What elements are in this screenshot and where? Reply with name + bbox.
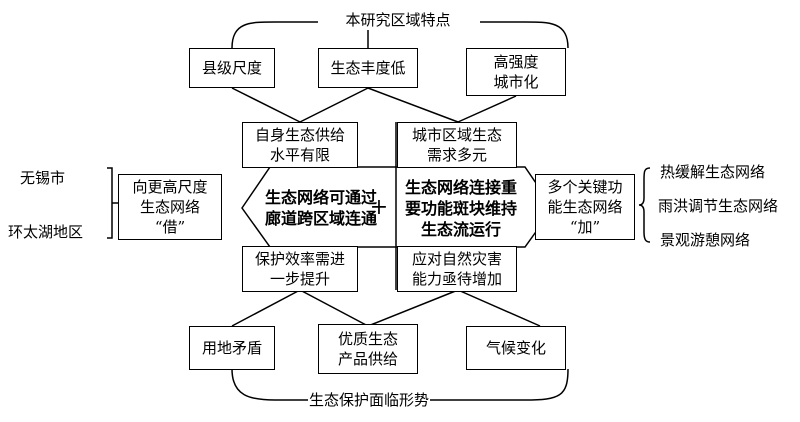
- bottom-bracket-right: [430, 368, 569, 401]
- region-bracket: [107, 167, 113, 239]
- add-box: 多个关键功 能生态网络 “加”: [535, 174, 635, 240]
- link-eco-low-left: [299, 87, 369, 123]
- top-title: 本研究区域特点: [318, 10, 478, 30]
- situation-box-land-conflict: 用地矛盾: [189, 326, 275, 370]
- issue-box-diverse-demand: 城市区域生态 需求多元: [397, 122, 517, 168]
- bottom-title: 生态保护面临形势: [308, 390, 430, 410]
- top-bracket-left: [231, 21, 318, 49]
- goal-patch-flow: 生态网络连接重 要功能斑块维持 生态流运行: [404, 177, 517, 239]
- plus-sign: +: [369, 195, 389, 220]
- issue-box-disaster-response: 应对自然灾害 能力亟待增加: [397, 246, 517, 292]
- link-climate: [457, 289, 541, 327]
- region-wuxi: 无锡市: [20, 169, 66, 187]
- bottom-bracket-left: [231, 368, 308, 401]
- top-bracket-right: [480, 21, 569, 49]
- situation-box-quality-products: 优质生态 产品供给: [318, 324, 418, 374]
- network-brace: [638, 167, 651, 243]
- link-county-scale: [231, 87, 301, 123]
- situation-box-climate-change: 气候变化: [466, 326, 566, 370]
- link-urbanization: [457, 95, 517, 123]
- link-product-right: [367, 289, 459, 327]
- link-land-conflict: [231, 289, 301, 327]
- network-stormwater: 雨洪调节生态网络: [658, 197, 779, 215]
- issue-box-limited-supply: 自身生态供给 水平有限: [242, 122, 358, 168]
- region-taihu: 环太湖地区: [8, 223, 84, 241]
- goal-corridor-connection: 生态网络可通过 廊道跨区域连通: [265, 188, 378, 228]
- char-box-high-urbanization: 高强度 城市化: [466, 48, 566, 96]
- link-eco-low-right: [367, 87, 459, 123]
- link-product-left: [299, 289, 369, 327]
- char-box-low-eco-richness: 生态丰度低: [318, 48, 418, 88]
- network-recreation: 景观游憩网络: [660, 231, 751, 249]
- network-heat-relief: 热缓解生态网络: [660, 163, 766, 181]
- borrow-box: 向更高尺度 生态网络 “借”: [118, 174, 222, 240]
- char-box-county-scale: 县级尺度: [189, 48, 275, 88]
- issue-box-efficiency: 保护效率需进 一步提升: [242, 246, 358, 292]
